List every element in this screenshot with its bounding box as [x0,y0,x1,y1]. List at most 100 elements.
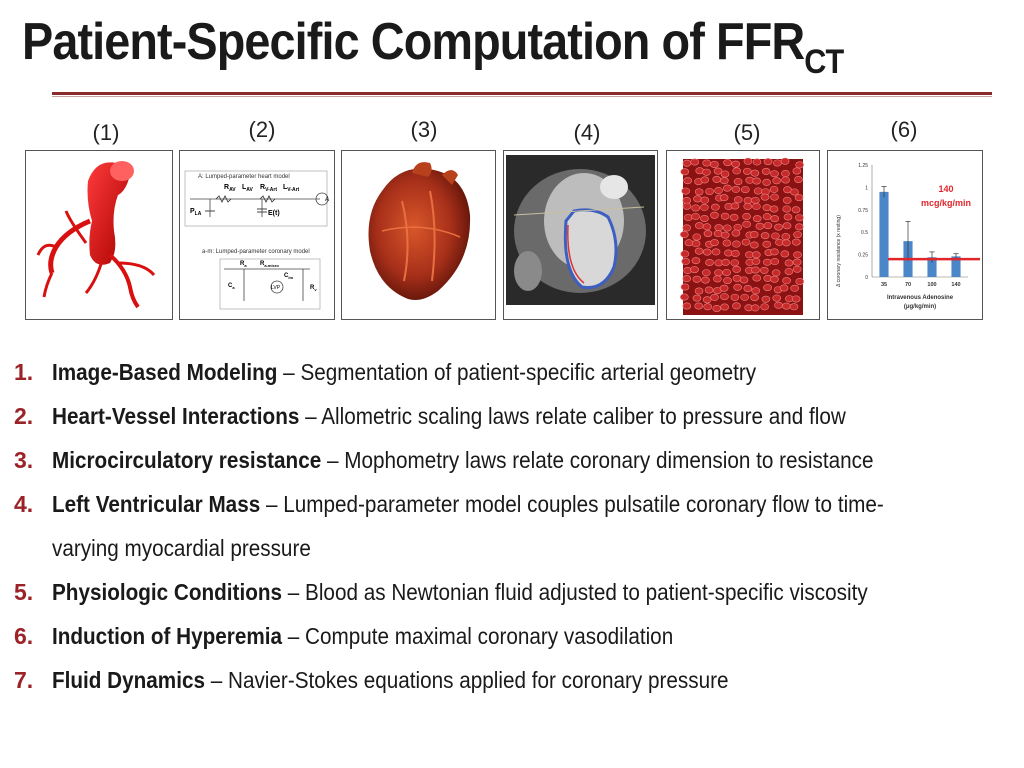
blood-cell [782,277,791,285]
slide-title: Patient-Specific Computation of FFRCT [22,12,844,81]
blood-cell [723,159,732,167]
blood-cell [792,258,802,266]
annotation-unit: mcg/kg/min [921,198,971,208]
panel-ct-image [503,150,658,320]
y-tick-label: 1 [865,185,868,191]
y-tick-label: 0.75 [858,208,868,214]
blood-cell [792,238,801,246]
list-item-title: Induction of Hyperemia [52,623,283,649]
blood-cell [784,259,794,267]
blood-cell [793,231,802,239]
blood-cell [752,274,762,282]
blood-cell [694,287,704,295]
blood-cell [752,177,761,185]
list-item-description: – Segmentation of patient-specific arter… [277,359,757,385]
blood-cell [743,284,753,292]
blood-cell [680,293,689,301]
panel-label-4: (4) [573,120,601,145]
blood-cell [732,265,741,273]
chart-xlabel: Intravenous Adenosine [887,295,954,301]
list-number: 3. [14,447,34,473]
blood-cell [681,257,690,265]
list-number: 6. [14,623,34,649]
blood-cell [760,303,769,311]
r-v-label: Rv [310,285,317,292]
blood-cell [702,223,712,231]
blood-cell [790,284,800,292]
panel-label-5: (5) [733,120,761,145]
y-tick-label: 0.25 [858,253,868,259]
blood-cell [720,303,729,311]
blood-cell [752,158,762,166]
panel-label-1: (1) [92,120,120,145]
list-item-description: – Lumped-parameter model couples pulsati… [260,491,884,517]
blood-cell [774,223,783,231]
blood-cell [751,266,760,274]
blood-cell [750,304,760,312]
blood-cell [763,258,772,266]
list-item-2: 2.Heart-Vessel Interactions – Allometric… [14,394,1014,438]
list-number: 7. [14,667,34,693]
blood-cell [762,213,772,221]
lvp-label: LVP [271,285,281,291]
blood-cell [705,258,714,266]
blood-cell [694,188,704,196]
chart-ylabel: Δ coronary resistance (x resting) [836,215,842,287]
blood-cell [783,213,793,221]
blood-cell [712,304,722,312]
list-item-title: Physiologic Conditions [52,579,283,605]
blood-cell [731,185,741,193]
x-tick-label: 140 [951,282,960,288]
blood-cell [720,170,730,178]
blood-cell [731,250,740,258]
list-number: 1. [14,359,34,385]
l-av-label: LAV [242,184,254,193]
blood-cell [691,257,701,265]
list-item-4-continued: varying myocardial pressure [14,526,1014,570]
blood-cell [710,161,719,169]
blood-cell [695,222,704,230]
blood-cell [752,215,762,223]
blood-cell [741,238,751,246]
x-tick-label: 35 [881,282,887,288]
blood-cell [700,203,709,211]
r-amicro-label: Ra-micro [260,261,279,268]
blood-cell [740,293,749,301]
blood-cell [692,233,702,241]
blood-cell [780,250,790,258]
blood-cell [790,188,799,196]
blood-cell [729,213,739,221]
blood-cell [749,231,759,239]
list-item-description: – Navier-Stokes equations applied for co… [204,667,729,693]
blood-cell [763,284,772,292]
blood-cell [781,170,790,178]
blood-cell [682,202,692,210]
blood-cell [713,230,723,238]
l-vart-label: LV-Art [283,184,300,193]
list-item-title: Fluid Dynamics [52,667,205,693]
blood-cell [762,178,771,186]
list-item-title: Image-Based Modeling [52,359,278,385]
blood-cell [730,259,740,267]
blood-cell [684,239,694,247]
blood-cell [701,269,711,277]
list-item-description: – Compute maximal coronary vasodilation [282,623,674,649]
blood-cell [681,187,690,195]
list-number: 2. [14,403,34,429]
panel-label-2: (2) [248,117,276,142]
blood-cell [769,205,779,213]
blood-cell [743,157,753,165]
blood-cell [692,275,702,283]
x-tick-label: 100 [927,282,936,288]
r-av-label: RAV [224,184,236,193]
blood-cell [722,268,731,276]
blood-cell [691,212,700,220]
blood-cell [719,177,729,185]
blood-cell [733,178,743,186]
blood-cell [743,196,753,204]
blood-cell [782,302,791,310]
blood-cell [710,211,719,219]
blood-cell [702,248,712,256]
blood-cell [719,194,729,202]
blood-cell [795,277,805,285]
